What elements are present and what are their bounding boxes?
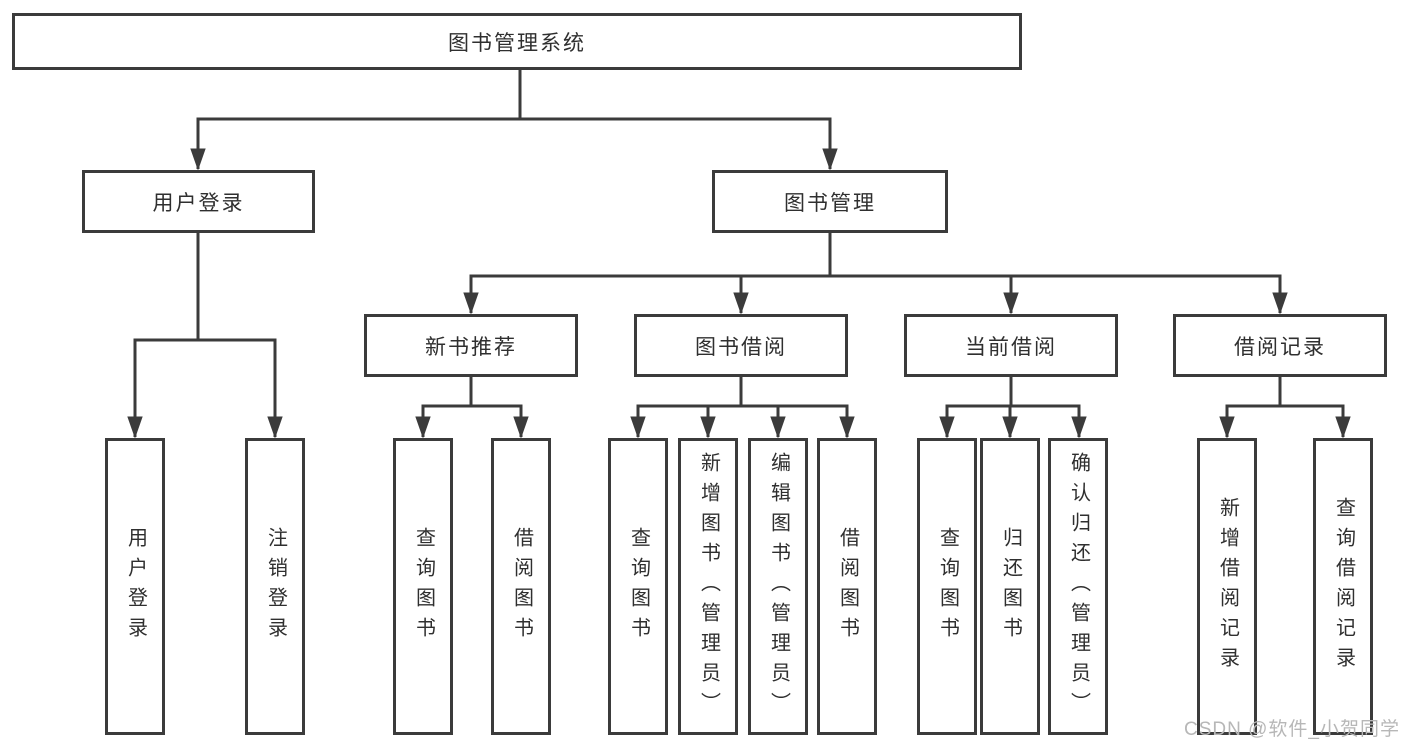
leaf-search-books-borrow: 查询图书 bbox=[608, 438, 668, 735]
node-label: 借阅图书 bbox=[510, 526, 533, 647]
leaf-search-borrow-record: 查询借阅记录 bbox=[1313, 438, 1373, 735]
leaf-add-books-admin: 新增图书（管理员） bbox=[678, 438, 738, 735]
node-label: 用户登录 bbox=[124, 526, 147, 647]
node-label: 新增图书（管理员） bbox=[697, 451, 720, 722]
node-label: 查询借阅记录 bbox=[1332, 496, 1355, 677]
node-current-borrowing: 当前借阅 bbox=[904, 314, 1118, 377]
node-user-login: 用户登录 bbox=[82, 170, 315, 233]
node-label: 确认归还（管理员） bbox=[1067, 451, 1090, 722]
node-label: 查询图书 bbox=[627, 526, 650, 647]
node-label: 新增借阅记录 bbox=[1216, 496, 1239, 677]
node-borrowing-records: 借阅记录 bbox=[1173, 314, 1387, 377]
node-label: 图书管理系统 bbox=[448, 31, 586, 55]
leaf-search-books-current: 查询图书 bbox=[917, 438, 977, 735]
node-label: 归还图书 bbox=[999, 526, 1022, 647]
node-label: 用户登录 bbox=[152, 191, 245, 215]
node-label: 图书借阅 bbox=[695, 335, 787, 359]
leaf-add-borrow-record: 新增借阅记录 bbox=[1197, 438, 1257, 735]
node-label: 编辑图书（管理员） bbox=[767, 451, 790, 722]
node-book-management: 图书管理 bbox=[712, 170, 948, 233]
node-library-system: 图书管理系统 bbox=[12, 13, 1022, 70]
leaf-borrow-books-recommend: 借阅图书 bbox=[491, 438, 551, 735]
leaf-user-login: 用户登录 bbox=[105, 438, 165, 735]
node-label: 新书推荐 bbox=[425, 335, 517, 359]
leaf-search-books-recommend: 查询图书 bbox=[393, 438, 453, 735]
leaf-return-books: 归还图书 bbox=[980, 438, 1040, 735]
node-label: 当前借阅 bbox=[965, 335, 1057, 359]
csdn-watermark: CSDN @软件_小贺同学 bbox=[1184, 719, 1400, 740]
leaf-confirm-return-admin: 确认归还（管理员） bbox=[1048, 438, 1108, 735]
node-label: 注销登录 bbox=[264, 526, 287, 647]
leaf-edit-books-admin: 编辑图书（管理员） bbox=[748, 438, 808, 735]
node-book-borrowing: 图书借阅 bbox=[634, 314, 848, 377]
node-new-book-recommendation: 新书推荐 bbox=[364, 314, 578, 377]
node-label: 借阅记录 bbox=[1234, 335, 1326, 359]
node-label: 借阅图书 bbox=[836, 526, 859, 647]
node-label: 图书管理 bbox=[784, 191, 876, 215]
node-label: 查询图书 bbox=[936, 526, 959, 647]
node-label: 查询图书 bbox=[412, 526, 435, 647]
leaf-borrow-books: 借阅图书 bbox=[817, 438, 877, 735]
leaf-logout-login: 注销登录 bbox=[245, 438, 305, 735]
